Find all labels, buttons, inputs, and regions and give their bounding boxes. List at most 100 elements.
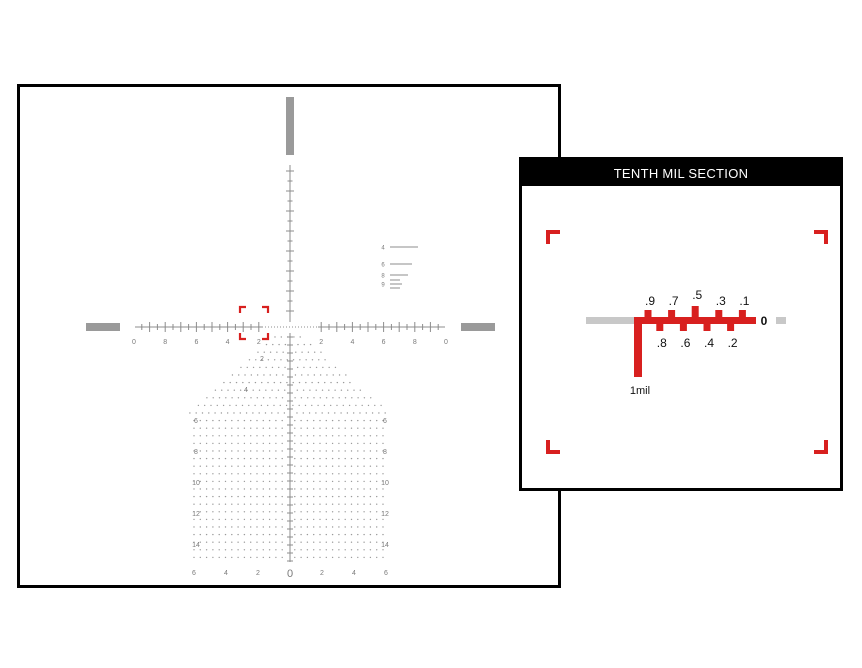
holdover-dot bbox=[199, 518, 201, 521]
holdover-dot bbox=[212, 511, 214, 513]
holdover-dot bbox=[199, 556, 201, 559]
holdover-dot bbox=[319, 503, 321, 505]
holdover-dot bbox=[256, 435, 258, 437]
holdover-dot bbox=[325, 511, 327, 513]
holdover-dot bbox=[306, 473, 309, 475]
holdover-dot bbox=[319, 526, 321, 528]
holdover-dot bbox=[212, 473, 214, 475]
windage-label: 4 bbox=[226, 339, 230, 346]
inset-upper-label: .1 bbox=[739, 294, 749, 308]
holdover-dot bbox=[321, 389, 324, 391]
holdover-dot bbox=[224, 503, 227, 505]
holdover-dot bbox=[294, 473, 296, 475]
holdover-dot bbox=[292, 404, 294, 407]
holdover-dot bbox=[294, 541, 296, 543]
holdover-dot bbox=[325, 556, 327, 559]
inset-zero-label: 0 bbox=[761, 314, 768, 328]
holdover-dot bbox=[338, 503, 340, 505]
holdover-dot bbox=[231, 427, 233, 429]
holdover-dot bbox=[199, 435, 201, 437]
holdover-dot bbox=[212, 397, 214, 399]
holdover-dot bbox=[284, 343, 287, 346]
holdover-dot bbox=[239, 412, 241, 414]
holdover-dot bbox=[338, 518, 340, 521]
holdover-dot bbox=[382, 511, 384, 513]
inset-one-mil-label: 1mil bbox=[630, 385, 650, 397]
holdover-dot bbox=[271, 412, 273, 414]
holdover-dot bbox=[363, 511, 365, 513]
holdover-dot bbox=[205, 457, 208, 460]
holdover-dot bbox=[353, 389, 355, 391]
holdover-dot bbox=[275, 549, 277, 551]
holdover-dot bbox=[286, 336, 289, 338]
holdover-dot bbox=[338, 435, 340, 437]
holdover-dot bbox=[218, 488, 220, 490]
holdover-dot bbox=[284, 366, 286, 369]
holdover-dot bbox=[345, 374, 347, 376]
holdover-dot bbox=[363, 526, 365, 528]
holdover-dot bbox=[262, 503, 264, 505]
inset-tenth-tick-down bbox=[703, 324, 711, 331]
holdover-dot bbox=[259, 366, 261, 369]
holdover-dot bbox=[224, 442, 227, 445]
holdover-dot bbox=[309, 343, 312, 346]
windage-label: 6 bbox=[382, 339, 386, 346]
holdover-dot bbox=[331, 503, 334, 505]
holdover-dot bbox=[263, 374, 265, 376]
holdover-dot bbox=[369, 450, 372, 452]
holdover-dot bbox=[325, 480, 327, 483]
holdover-dot bbox=[275, 526, 277, 528]
holdover-dot bbox=[300, 465, 302, 467]
holdover-dot bbox=[281, 450, 283, 452]
holdover-dot bbox=[294, 495, 296, 498]
holdover-dot bbox=[294, 503, 296, 505]
holdover-dot bbox=[331, 473, 334, 475]
holdover-dot bbox=[363, 541, 365, 543]
holdover-dot bbox=[262, 511, 264, 513]
holdover-dot bbox=[301, 374, 303, 376]
holdover-dot bbox=[306, 495, 309, 498]
holdover-dot bbox=[319, 549, 321, 551]
holdover-dot bbox=[306, 450, 309, 452]
holdover-dot bbox=[338, 427, 340, 429]
holdover-dot bbox=[256, 541, 258, 543]
holdover-dot bbox=[237, 480, 239, 483]
holdover-dot bbox=[331, 488, 334, 490]
holdover-dot bbox=[250, 541, 252, 543]
holdover-dot bbox=[205, 495, 208, 498]
holdover-dot bbox=[325, 488, 327, 490]
holdover-dot bbox=[357, 397, 359, 399]
holdover-dot bbox=[369, 511, 372, 513]
holdover-dot bbox=[252, 412, 254, 414]
holdover-dot bbox=[319, 374, 322, 376]
holdover-dot bbox=[350, 427, 353, 429]
holdover-dot bbox=[281, 518, 283, 521]
holdover-dot bbox=[336, 381, 339, 384]
holdover-dot bbox=[369, 488, 372, 490]
holdover-dot bbox=[313, 450, 315, 452]
holdover-dot bbox=[328, 366, 330, 369]
holdover-dot bbox=[363, 442, 365, 445]
holdover-dot bbox=[331, 450, 334, 452]
holdover-dot bbox=[237, 495, 239, 498]
holdover-dot bbox=[271, 389, 273, 391]
holdover-dot bbox=[231, 503, 233, 505]
holdover-dot bbox=[205, 518, 208, 521]
holdover-dot bbox=[350, 556, 353, 559]
holdover-dot bbox=[199, 457, 201, 460]
holdover-dot bbox=[268, 419, 271, 422]
holdover-dot bbox=[221, 389, 223, 391]
holdover-dot bbox=[242, 381, 244, 384]
holdover-dot bbox=[344, 419, 346, 422]
holdover-dot bbox=[342, 404, 344, 407]
holdover-dot bbox=[205, 450, 208, 452]
holdover-dot bbox=[268, 480, 271, 483]
holdover-dot bbox=[231, 450, 233, 452]
holdover-dot bbox=[325, 549, 327, 551]
holdover-dot bbox=[275, 457, 277, 460]
holdover-dot bbox=[250, 495, 252, 498]
inset-corner-bracket bbox=[546, 440, 560, 454]
holdover-dot bbox=[243, 457, 246, 460]
inset-gray-bar-left bbox=[586, 317, 640, 324]
holdover-dot bbox=[285, 404, 288, 407]
